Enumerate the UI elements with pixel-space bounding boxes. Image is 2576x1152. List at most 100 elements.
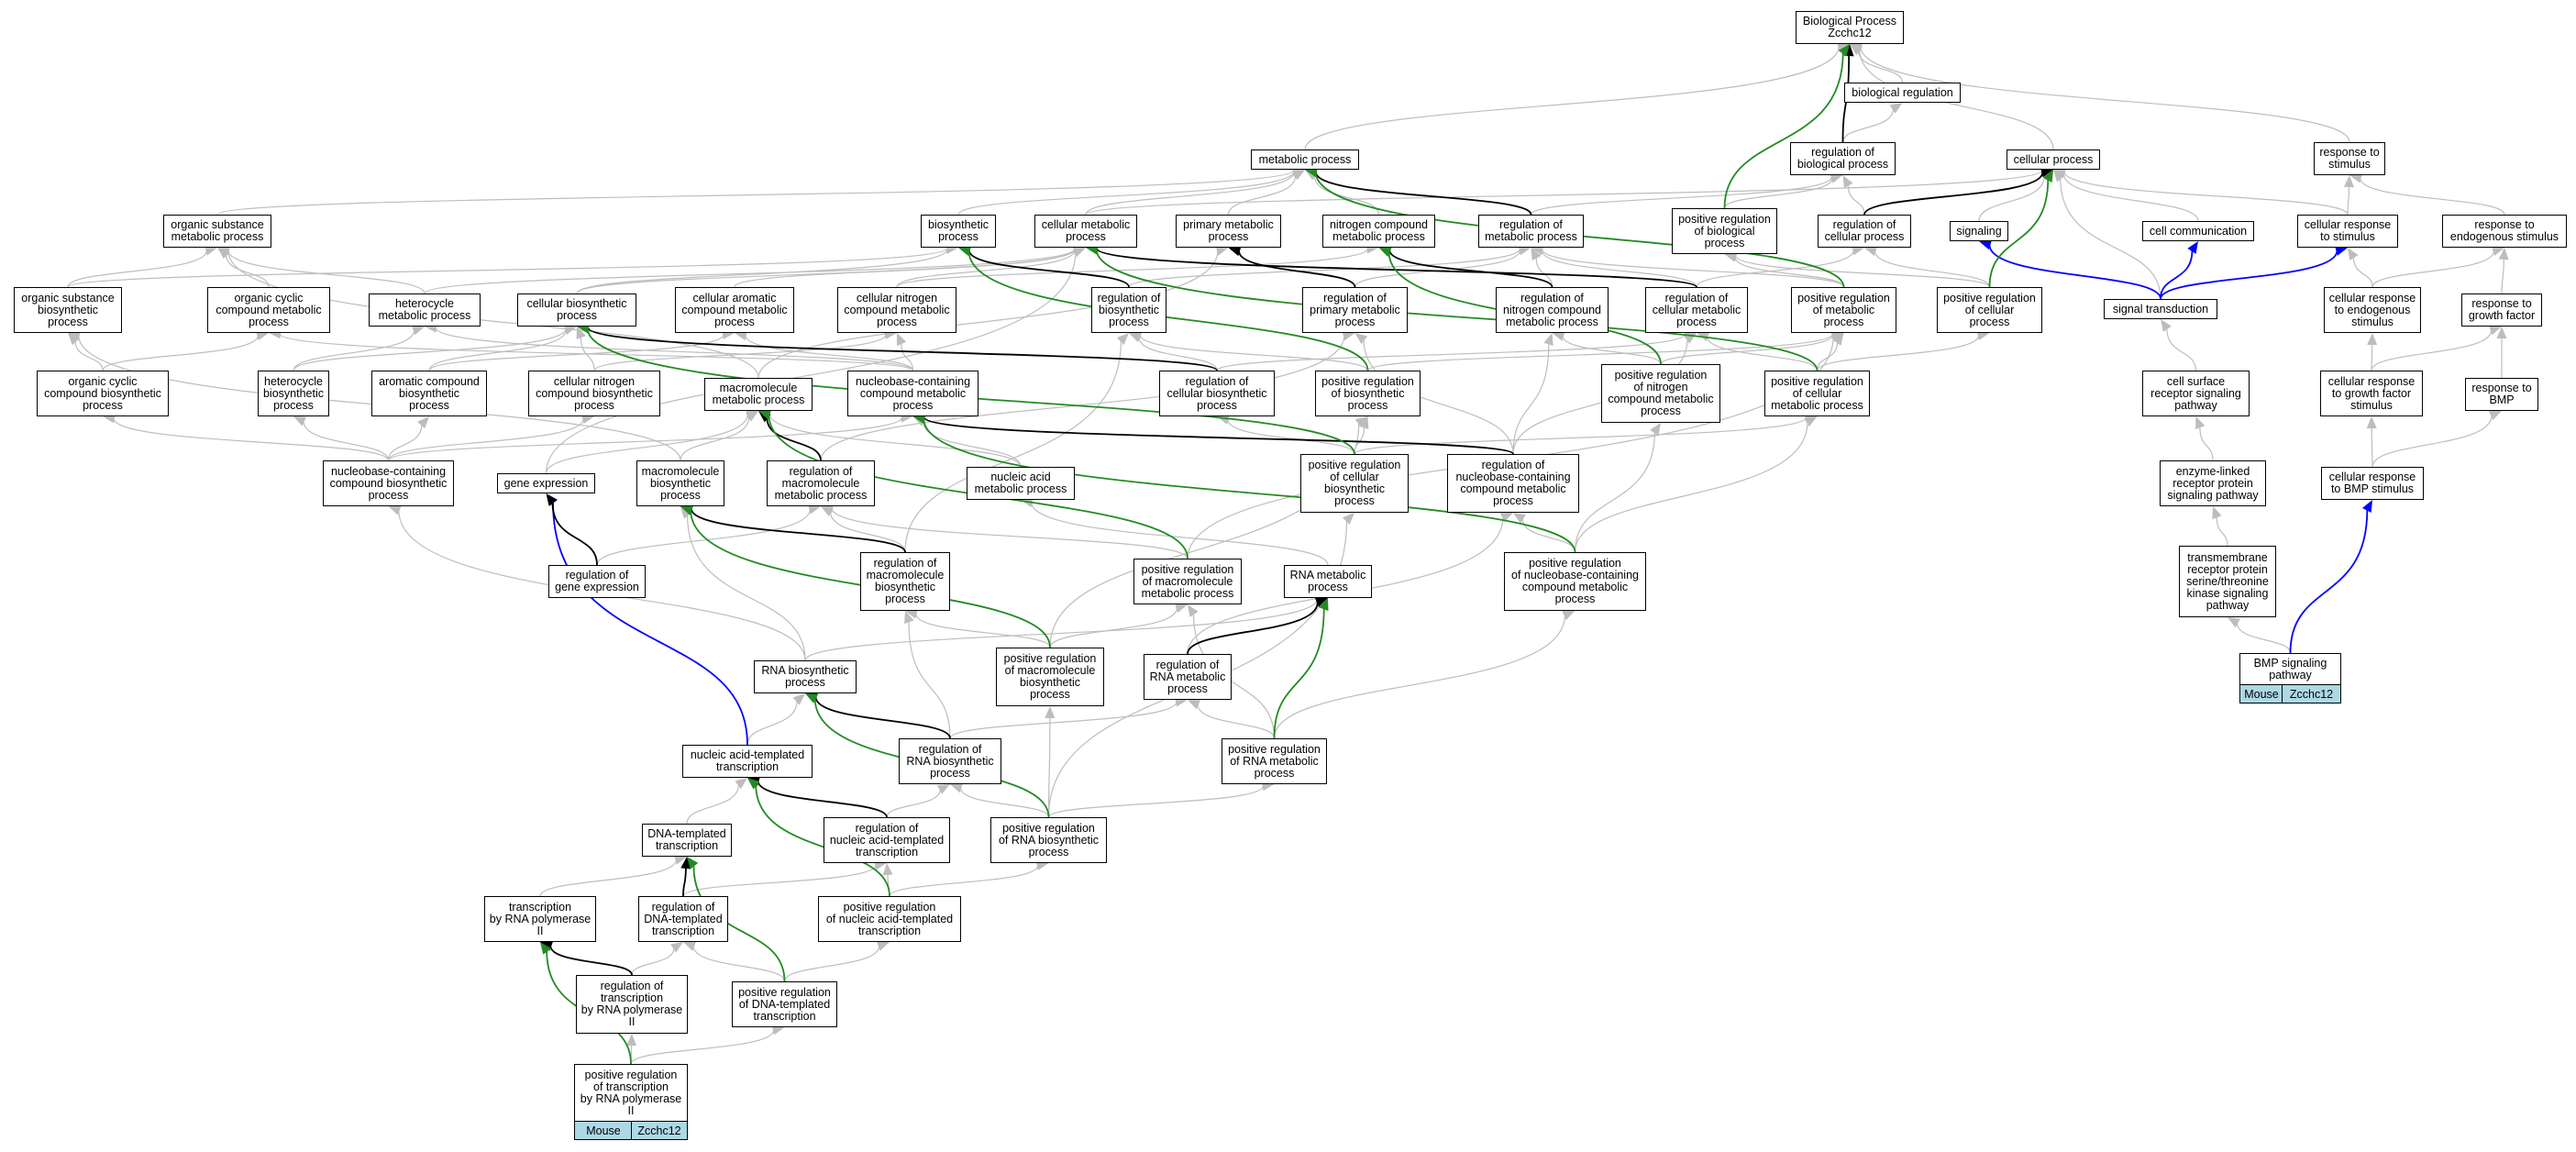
node-pos_reg_biosynth[interactable]: positive regulation of biosynthetic proc… [1315, 371, 1421, 416]
node-cell_arom[interactable]: cellular aromatic compound metabolic pro… [675, 287, 794, 333]
node-cellular[interactable]: cellular process [2007, 150, 2100, 170]
node-rna_met[interactable]: RNA metabolic process [1284, 565, 1372, 598]
edge-is_a [686, 515, 806, 661]
node-org_sub_bio[interactable]: organic substance biosynthetic process [14, 287, 122, 333]
node-pos_reg_nitro[interactable]: positive regulation of nitrogen compound… [1601, 364, 1720, 423]
node-reg_na_trans[interactable]: regulation of nucleic acid-templated tra… [824, 817, 950, 863]
edge-regulates [549, 945, 633, 976]
arrowhead [792, 693, 805, 705]
node-resp_stim[interactable]: response to stimulus [2314, 142, 2385, 175]
node-cell_nitro[interactable]: cellular nitrogen compound metabolic pro… [837, 287, 956, 333]
node-pos_reg_macro_met[interactable]: positive regulation of macromolecule met… [1133, 559, 1242, 604]
node-pos_reg_cell_bio[interactable]: positive regulation of cellular biosynth… [1300, 454, 1409, 513]
node-cell_bio[interactable]: cellular biosynthetic process [517, 294, 636, 327]
node-reg_met[interactable]: regulation of metabolic process [1478, 215, 1584, 248]
arrowhead [687, 857, 699, 870]
node-reg_biosynth[interactable]: regulation of biosynthetic process [1091, 287, 1166, 333]
node-dna_trans[interactable]: DNA-templated transcription [642, 824, 732, 857]
edge-regulates [690, 508, 906, 553]
node-pos_reg_dna_trans[interactable]: positive regulation of DNA-templated tra… [732, 981, 837, 1027]
node-reg_cell_bio[interactable]: regulation of cellular biosynthetic proc… [1159, 371, 1275, 416]
edge-is_a [901, 343, 914, 371]
arrowhead [1518, 245, 1531, 256]
node-nuc_bio[interactable]: nucleobase-containing compound biosynthe… [323, 460, 454, 506]
edge-is_a [1031, 502, 1329, 566]
node-pos_reg_macro_bio[interactable]: positive regulation of macromolecule bio… [996, 648, 1104, 706]
node-cell_resp_stim[interactable]: cellular response to stimulus [2297, 215, 2398, 248]
node-sig_trans[interactable]: signal transduction [2104, 299, 2217, 319]
node-cell_resp_gf[interactable]: cellular response to growth factor stimu… [2320, 371, 2423, 416]
node-reg_bio[interactable]: regulation of biological process [1790, 142, 1896, 175]
node-reg_rna_met[interactable]: regulation of RNA metabolic process [1144, 654, 1232, 700]
arrowhead [1354, 333, 1368, 345]
node-tm_receptor[interactable]: transmembrane receptor protein serine/th… [2179, 546, 2276, 617]
node-metabolic[interactable]: metabolic process [1251, 150, 1359, 170]
node-hetero_bio[interactable]: heterocycle biosynthetic process [258, 371, 329, 416]
node-prim_met[interactable]: primary metabolic process [1176, 215, 1281, 248]
node-cell_nitro_bio[interactable]: cellular nitrogen compound biosynthetic … [528, 371, 660, 416]
node-nuc_met[interactable]: nucleobase-containing compound metabolic… [847, 371, 978, 416]
node-macro_met[interactable]: macromolecule metabolic process [704, 378, 813, 411]
node-pos_reg_nuc_met[interactable]: positive regulation of nucleobase-contai… [1504, 552, 1646, 611]
node-nitro_met[interactable]: nitrogen compound metabolic process [1322, 215, 1435, 248]
node-na_trans[interactable]: nucleic acid-templated transcription [682, 745, 813, 778]
node-arom_bio[interactable]: aromatic compound biosynthetic process [371, 371, 487, 416]
node-reg_cell_met[interactable]: regulation of cellular metabolic process [1645, 287, 1748, 333]
node-pos_reg_met[interactable]: positive regulation of metabolic process [1791, 287, 1896, 333]
node-bmp[interactable]: BMP signaling pathway [2239, 653, 2341, 686]
node-reg_prim[interactable]: regulation of primary metabolic process [1302, 287, 1408, 333]
edge-is_a [2371, 250, 2495, 288]
node-resp_endo[interactable]: response to endogenous stimulus [2442, 215, 2567, 248]
edge-is_a [686, 784, 740, 825]
edge-is_a [680, 416, 750, 461]
node-reg_gene_expr[interactable]: regulation of gene expression [548, 565, 646, 598]
node-gene_expr[interactable]: gene expression [497, 473, 595, 493]
node-rna_bio[interactable]: RNA biosynthetic process [754, 660, 857, 693]
node-resp_bmp[interactable]: response to BMP [2465, 378, 2538, 411]
node-pos_reg_bio[interactable]: positive regulation of biological proces… [1672, 208, 1777, 254]
node-pos_reg_cell_met[interactable]: positive regulation of cellular metaboli… [1764, 371, 1870, 416]
node-cell_met[interactable]: cellular metabolic process [1034, 215, 1137, 248]
node-pos_reg_rna_bio[interactable]: positive regulation of RNA biosynthetic … [990, 817, 1107, 863]
node-bio_reg[interactable]: biological regulation [1844, 83, 1961, 103]
edge-is_a [2199, 426, 2214, 461]
node-reg_cell[interactable]: regulation of cellular process [1818, 215, 1911, 248]
edge-is_a [387, 418, 584, 461]
node-cell_resp_bmp[interactable]: cellular response to BMP stimulus [2321, 467, 2424, 500]
node-reg_nitro[interactable]: regulation of nitrogen compound metaboli… [1496, 287, 1609, 333]
node-org_cyc_bio[interactable]: organic cyclic compound biosynthetic pro… [37, 371, 169, 416]
node-cell_comm[interactable]: cell communication [2142, 221, 2254, 241]
node-pos_reg_na_trans[interactable]: positive regulation of nucleic acid-temp… [818, 896, 961, 942]
node-reg_macro_bio[interactable]: regulation of macromolecule biosynthetic… [860, 552, 950, 611]
edge-is_a [1197, 703, 1276, 739]
node-macro_bio[interactable]: macromolecule biosynthetic process [636, 460, 724, 506]
node-pos_reg_cell[interactable]: positive regulation of cellular process [1937, 287, 2042, 333]
node-na_met[interactable]: nucleic acid metabolic process [967, 467, 1075, 500]
edge-positively_regulates [967, 250, 1369, 371]
node-biosynth[interactable]: biosynthetic process [921, 215, 996, 248]
node-bp_root[interactable]: Biological Process Zcchc12 [1796, 11, 1904, 44]
node-org_sub_met[interactable]: organic substance metabolic process [163, 215, 271, 248]
node-signaling[interactable]: signaling [1950, 221, 2008, 241]
node-reg_rna_bio[interactable]: regulation of RNA biosynthetic process [899, 738, 1001, 784]
node-cs_receptor[interactable]: cell surface receptor signaling pathway [2142, 371, 2250, 416]
edge-is_a [1304, 46, 1840, 150]
arrowhead [1378, 247, 1392, 258]
node-enz_receptor[interactable]: enzyme-linked receptor protein signaling… [2160, 460, 2266, 506]
node-reg_macro_met[interactable]: regulation of macromolecule metabolic pr… [767, 460, 875, 506]
node-hetero_met[interactable]: heterocycle metabolic process [369, 294, 481, 327]
edge-is_a [692, 946, 786, 982]
node-pos_reg_rna_met[interactable]: positive regulation of RNA metabolic pro… [1222, 738, 1327, 784]
node-cell_resp_endo[interactable]: cellular response to endogenous stimulus [2324, 287, 2421, 333]
node-trans_pol2[interactable]: transcription by RNA polymerase II [484, 896, 596, 942]
arrowhead [808, 504, 821, 515]
node-resp_gf[interactable]: response to growth factor [2461, 294, 2542, 327]
node-org_cyc_met[interactable]: organic cyclic compound metabolic proces… [207, 287, 330, 333]
node-reg_nuc_met[interactable]: regulation of nucleobase-containing comp… [1447, 454, 1579, 513]
node-reg_trans_pol2[interactable]: regulation of transcription by RNA polym… [576, 975, 688, 1034]
arrowhead [546, 493, 558, 506]
node-pos_reg_trans_pol2[interactable]: positive regulation of transcription by … [574, 1064, 688, 1123]
edge-is_a [1216, 333, 1686, 371]
edge-positively_regulates [1095, 249, 1819, 371]
node-reg_dna_trans[interactable]: regulation of DNA-templated transcriptio… [638, 896, 728, 942]
